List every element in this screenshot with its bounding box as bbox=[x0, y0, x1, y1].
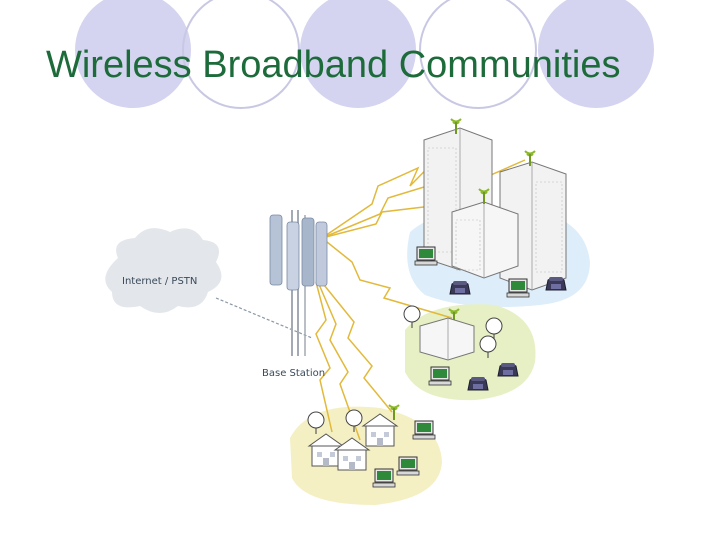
deco-circle-3 bbox=[300, 0, 416, 108]
computer-icon bbox=[414, 246, 438, 266]
wireless-link-home-1 bbox=[315, 281, 333, 433]
phone-icon bbox=[497, 362, 519, 377]
deco-circle-5 bbox=[538, 0, 654, 108]
cloud-icon bbox=[105, 228, 222, 313]
phone-icon bbox=[467, 376, 489, 391]
computer-icon bbox=[506, 278, 530, 298]
wireless-link-campus bbox=[321, 237, 453, 319]
slide-title: Wireless Broadband Communities bbox=[46, 44, 621, 86]
cloud-label: Internet / PSTN bbox=[122, 276, 197, 287]
deco-circle-2 bbox=[182, 0, 300, 109]
computer-icon bbox=[412, 420, 436, 440]
phone-icon bbox=[449, 280, 471, 295]
tower-icon bbox=[269, 210, 328, 356]
building-icon bbox=[451, 201, 519, 279]
computer-icon bbox=[396, 456, 420, 476]
computer-icon bbox=[428, 366, 452, 386]
decorative-circles bbox=[75, 0, 654, 109]
wired-link bbox=[215, 297, 313, 339]
deco-circle-1 bbox=[75, 0, 191, 108]
phone-icon bbox=[545, 276, 567, 291]
wireless-link-building-1 bbox=[321, 139, 456, 239]
deco-circle-4 bbox=[419, 0, 537, 109]
base-station-label: Base Station bbox=[262, 368, 325, 379]
building-icon bbox=[419, 317, 475, 361]
wireless-link-home-2 bbox=[317, 281, 361, 441]
computer-icon bbox=[372, 468, 396, 488]
wireless-link-home-3 bbox=[319, 279, 393, 413]
